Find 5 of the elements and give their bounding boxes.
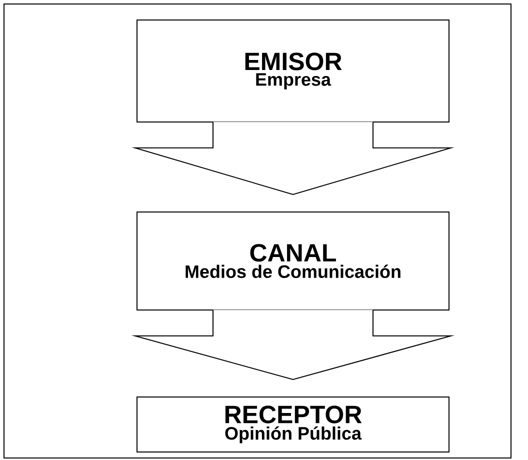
process-box: EMISOR Empresa (136, 20, 450, 122)
block-arrow (132, 121, 454, 196)
block-arrow (131, 309, 455, 380)
process-box: RECEPTOR Opinión Pública (136, 396, 450, 452)
process-box: CANAL Medios de Comunicación (136, 212, 450, 310)
